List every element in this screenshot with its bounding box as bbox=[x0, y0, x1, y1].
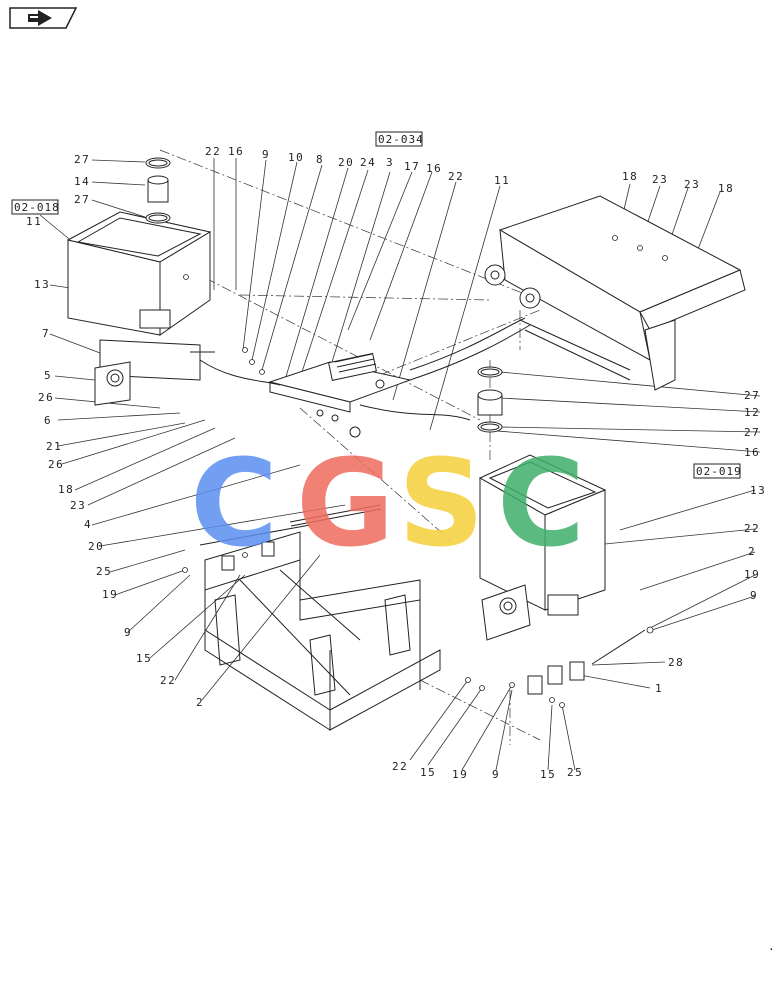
callout-label: 9 bbox=[750, 589, 758, 602]
callout-label: 12 bbox=[744, 406, 760, 419]
callout-label: 16 bbox=[228, 145, 244, 158]
callout-label: 6 bbox=[44, 414, 52, 427]
cgsc-watermark: C G S C bbox=[190, 435, 585, 574]
center-bracket bbox=[268, 352, 412, 438]
callout-label: 2 bbox=[196, 696, 204, 709]
ref-box-02-018[interactable]: 02-018 bbox=[11, 199, 60, 215]
callout-label: 16 bbox=[426, 162, 442, 175]
callouts-right: 27 12 27 16 13 22 2 19 9 28 1 bbox=[655, 389, 766, 695]
callout-label: 27 bbox=[744, 389, 760, 402]
callout-label: 20 bbox=[338, 156, 354, 169]
callout-label: 15 bbox=[540, 768, 556, 781]
callout-label: 5 bbox=[44, 369, 52, 382]
callout-label: 23 bbox=[70, 499, 86, 512]
callout-label: 9 bbox=[124, 626, 132, 639]
left-rings bbox=[145, 157, 171, 224]
callout-label: 11 bbox=[26, 215, 42, 228]
mount-brackets bbox=[221, 541, 585, 695]
callout-label: 18 bbox=[58, 483, 74, 496]
callout-label: 19 bbox=[744, 568, 760, 581]
svg-text:02-034: 02-034 bbox=[378, 133, 424, 146]
forward-nav-button[interactable] bbox=[8, 6, 78, 30]
callout-label: 23 bbox=[652, 173, 668, 186]
right-frame bbox=[484, 195, 746, 391]
callout-label: 21 bbox=[46, 440, 62, 453]
callout-label: 16 bbox=[744, 446, 760, 459]
right-hopper bbox=[478, 454, 607, 641]
callout-label: 19 bbox=[102, 588, 118, 601]
callout-label: 8 bbox=[316, 153, 324, 166]
callout-label: 27 bbox=[74, 193, 90, 206]
callout-label: 19 bbox=[452, 768, 468, 781]
watermark-letter-c1: C bbox=[190, 435, 278, 574]
callout-label: 13 bbox=[750, 484, 766, 497]
callout-label: 27 bbox=[744, 426, 760, 439]
hoses bbox=[199, 317, 531, 421]
callout-label: 4 bbox=[84, 518, 92, 531]
drive-shaft bbox=[289, 504, 646, 665]
callout-label: 11 bbox=[494, 174, 510, 187]
callout-label: 22 bbox=[205, 145, 221, 158]
callout-label: 18 bbox=[718, 182, 734, 195]
callout-label: 20 bbox=[88, 540, 104, 553]
callouts-bottom: 22 15 19 9 15 25 bbox=[392, 760, 583, 781]
base-stand bbox=[199, 524, 441, 731]
callouts-left: 27 14 27 11 13 7 5 26 6 21 26 18 23 4 20… bbox=[26, 153, 204, 709]
callout-label: 25 bbox=[567, 766, 583, 779]
watermark-letter-c2: C bbox=[497, 435, 585, 574]
callout-label: 22 bbox=[744, 522, 760, 535]
callout-label: 13 bbox=[34, 278, 50, 291]
callout-label: 22 bbox=[448, 170, 464, 183]
leader-lines bbox=[39, 158, 761, 771]
callout-label: 22 bbox=[392, 760, 408, 773]
svg-text:02-019: 02-019 bbox=[696, 465, 742, 478]
callout-label: 7 bbox=[42, 327, 50, 340]
callout-label: 2 bbox=[748, 545, 756, 558]
callouts-top: 22 16 9 10 8 20 24 3 17 16 22 11 18 23 2… bbox=[205, 145, 734, 195]
callout-label: 27 bbox=[74, 153, 90, 166]
callout-label: 3 bbox=[386, 156, 394, 169]
callout-label: 26 bbox=[38, 391, 54, 404]
callout-label: 18 bbox=[622, 170, 638, 183]
right-rings bbox=[477, 366, 503, 433]
left-hopper bbox=[66, 211, 215, 406]
callout-label: 23 bbox=[684, 178, 700, 191]
callout-label: 15 bbox=[420, 766, 436, 779]
callout-label: 14 bbox=[74, 175, 90, 188]
footer-mark: . bbox=[768, 940, 776, 953]
callout-label: 26 bbox=[48, 458, 64, 471]
callout-label: 25 bbox=[96, 565, 112, 578]
callout-label: 22 bbox=[160, 674, 176, 687]
svg-text:02-018: 02-018 bbox=[14, 201, 60, 214]
callout-label: 9 bbox=[492, 768, 500, 781]
callout-label: 9 bbox=[262, 148, 270, 161]
callout-label: 17 bbox=[404, 160, 420, 173]
callout-label: 1 bbox=[655, 682, 663, 695]
watermark-letter-s: S bbox=[398, 435, 484, 574]
ref-box-02-019[interactable]: 02-019 bbox=[693, 463, 742, 479]
callout-label: 10 bbox=[288, 151, 304, 164]
ref-box-02-034[interactable]: 02-034 bbox=[375, 131, 424, 147]
watermark-letter-g: G bbox=[296, 435, 395, 574]
callout-label: 15 bbox=[136, 652, 152, 665]
callout-label: 24 bbox=[360, 156, 376, 169]
callout-label: 28 bbox=[668, 656, 684, 669]
forward-arrow-icon bbox=[28, 10, 52, 26]
